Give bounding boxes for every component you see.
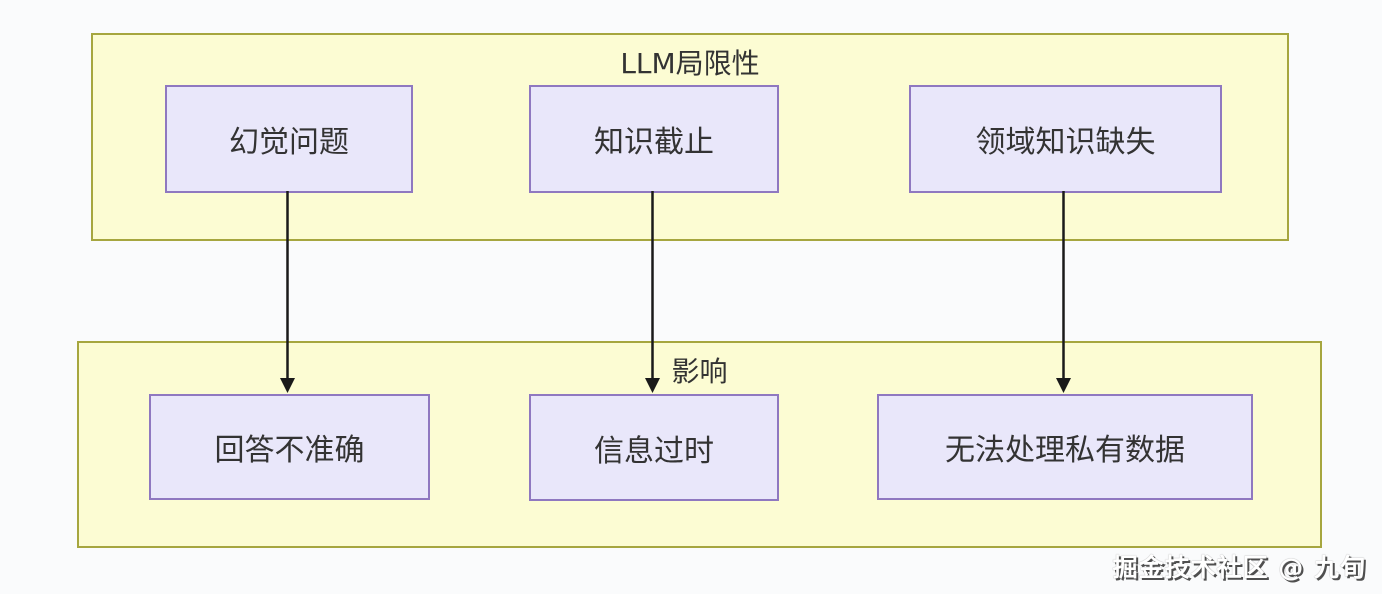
node-knowledge-cutoff: 知识截止	[529, 85, 779, 193]
node-domain-knowledge-missing-label: 领域知识缺失	[975, 125, 1156, 160]
node-domain-knowledge-missing: 领域知识缺失	[909, 85, 1222, 193]
node-cannot-handle-private-data-label: 无法处理私有数据	[945, 433, 1185, 468]
node-hallucination-label: 幻觉问题	[229, 125, 349, 160]
group-llm-limitations-title: LLM局限性	[620, 47, 760, 80]
watermark: 掘金技术社区 @ 九旬	[1112, 553, 1366, 582]
group-llm-limitations: LLM局限性 幻觉问题 知识截止 领域知识缺失	[91, 33, 1289, 241]
node-outdated-information-label: 信息过时	[594, 433, 714, 469]
node-hallucination: 幻觉问题	[165, 85, 413, 193]
group-impacts-title: 影响	[671, 355, 728, 388]
node-outdated-information: 信息过时	[529, 394, 779, 501]
node-knowledge-cutoff-label: 知识截止	[594, 125, 714, 160]
node-inaccurate-answers-label: 回答不准确	[214, 433, 365, 468]
node-cannot-handle-private-data: 无法处理私有数据	[877, 394, 1253, 500]
node-inaccurate-answers: 回答不准确	[149, 394, 430, 500]
group-impacts: 影响 回答不准确 信息过时 无法处理私有数据	[77, 341, 1322, 548]
